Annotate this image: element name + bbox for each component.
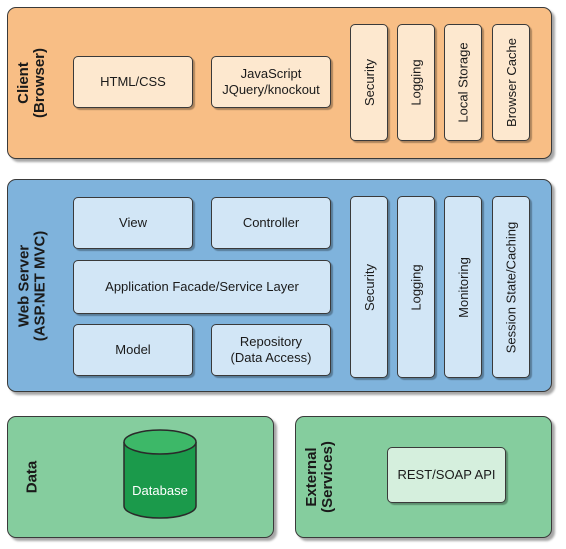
model-label: Model [115, 342, 151, 357]
rest-soap-api-box: REST/SOAP API [387, 447, 506, 503]
session-state-caching-label: Session State/Caching [503, 221, 519, 353]
local-storage-label: Local Storage [455, 42, 471, 123]
repository-box: Repository (Data Access) [211, 324, 331, 376]
client-subtitle: (Browser) [31, 47, 49, 119]
javascript-box: JavaScript JQuery/knockout [211, 56, 331, 108]
client-security-box: Security [350, 24, 388, 141]
data-layer-label: Data [12, 416, 52, 538]
data-title: Data [22, 460, 40, 494]
session-state-caching-box: Session State/Caching [492, 196, 530, 378]
web-security-box: Security [350, 196, 388, 378]
repository-label: Repository [239, 334, 303, 349]
html-css-box: HTML/CSS [73, 56, 193, 108]
client-layer-label: Client (Browser) [12, 7, 52, 159]
local-storage-box: Local Storage [444, 24, 482, 141]
web-logging-label: Logging [408, 263, 424, 311]
browser-cache-label: Browser Cache [503, 38, 519, 127]
client-title: Client [15, 62, 33, 104]
application-facade-label: Application Facade/Service Layer [105, 279, 299, 294]
browser-cache-box: Browser Cache [492, 24, 530, 141]
monitoring-box: Monitoring [444, 196, 482, 378]
web-server-title: Web Server [15, 244, 33, 327]
view-box: View [73, 197, 193, 249]
web-security-label: Security [361, 263, 377, 311]
html-css-label: HTML/CSS [100, 74, 166, 89]
web-logging-box: Logging [397, 196, 435, 378]
client-logging-label: Logging [408, 59, 424, 106]
external-subtitle: (Services) [319, 441, 336, 513]
jquery-knockout-label: JQuery/knockout [222, 82, 320, 97]
view-label: View [119, 215, 147, 230]
data-access-label: (Data Access) [230, 350, 312, 365]
application-facade-box: Application Facade/Service Layer [73, 260, 331, 314]
external-services-layer-label: External (Services) [300, 416, 340, 538]
model-box: Model [73, 324, 193, 376]
monitoring-label: Monitoring [455, 256, 471, 318]
database-label: Database [132, 483, 188, 498]
rest-soap-api-label: REST/SOAP API [397, 467, 496, 482]
client-logging-box: Logging [397, 24, 435, 141]
controller-box: Controller [211, 197, 331, 249]
web-server-layer-label: Web Server (ASP.NET MVC) [12, 179, 52, 392]
javascript-label: JavaScript [240, 66, 302, 81]
database-cylinder-icon [123, 429, 197, 519]
client-security-label: Security [361, 59, 377, 106]
web-server-subtitle: (ASP.NET MVC) [31, 230, 49, 341]
controller-label: Controller [242, 215, 300, 230]
external-title: External [303, 447, 320, 507]
